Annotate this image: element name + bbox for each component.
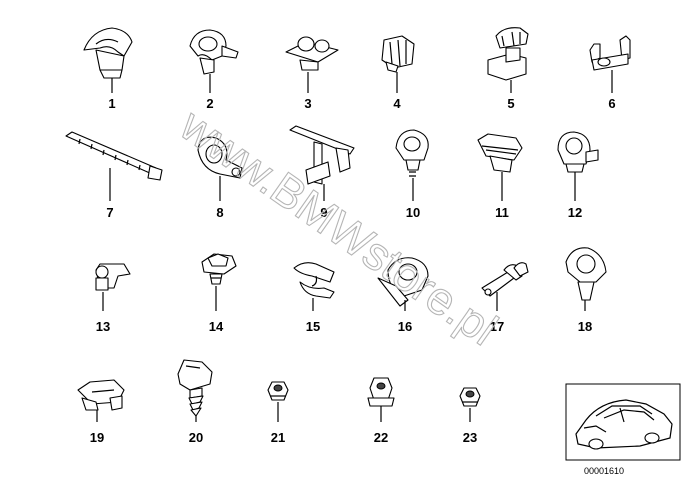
part-10[interactable]: 10 <box>395 129 429 220</box>
part-label-20: 20 <box>189 430 203 445</box>
vehicle-reference-inset <box>565 383 681 461</box>
part-8[interactable]: 8 <box>197 136 243 220</box>
part-label-2: 2 <box>206 96 213 111</box>
part-label-5: 5 <box>507 96 514 111</box>
part-label-3: 3 <box>304 96 311 111</box>
part-label-14: 14 <box>209 319 224 334</box>
hose-clip-icon <box>557 131 599 173</box>
part-7[interactable]: 7 <box>65 131 163 220</box>
part-20[interactable]: 20 <box>177 359 213 445</box>
part-label-17: 17 <box>490 319 504 334</box>
part-label-21: 21 <box>271 430 285 445</box>
fastener-clip-icon <box>77 379 125 411</box>
part-15[interactable]: 15 <box>293 262 335 334</box>
hex-nut-icon <box>459 387 481 407</box>
part-label-12: 12 <box>568 205 582 220</box>
spring-clip-icon <box>293 262 335 299</box>
fir-tree-clip-icon <box>177 359 213 417</box>
part-3[interactable]: 3 <box>285 36 339 111</box>
car-outline-icon <box>575 399 673 450</box>
part-label-1: 1 <box>108 96 115 111</box>
part-21[interactable]: 21 <box>267 381 289 445</box>
part-label-9: 9 <box>320 205 327 220</box>
plug-clip-icon <box>381 35 415 73</box>
watermark-text: www.BMWstore.pl <box>171 98 507 355</box>
part-22[interactable]: 22 <box>367 377 395 445</box>
part-9[interactable]: 9 <box>289 125 355 220</box>
part-4[interactable]: 4 <box>381 35 415 111</box>
loop-clip-icon <box>197 136 243 179</box>
part-label-6: 6 <box>608 96 615 111</box>
part-12[interactable]: 12 <box>557 131 599 220</box>
part-label-4: 4 <box>393 96 401 111</box>
hex-nut-icon <box>367 377 395 407</box>
part-label-18: 18 <box>578 319 592 334</box>
part-label-11: 11 <box>495 205 509 220</box>
hanger-bracket-icon <box>289 125 355 185</box>
part-label-10: 10 <box>406 205 420 220</box>
part-label-23: 23 <box>463 430 477 445</box>
part-label-7: 7 <box>106 205 113 220</box>
part-label-22: 22 <box>374 430 388 445</box>
part-1[interactable]: 1 <box>83 27 133 111</box>
reference-code: 00001610 <box>584 466 624 476</box>
hex-nut-icon <box>267 381 289 401</box>
edge-clip-icon <box>477 133 523 173</box>
part-5[interactable]: 5 <box>487 27 529 111</box>
cable-tie-icon <box>65 131 163 181</box>
strap-bracket-icon <box>481 262 529 297</box>
expanding-rivet-icon <box>201 253 237 285</box>
part-17[interactable]: 17 <box>481 262 529 334</box>
pin-holder-icon <box>589 35 631 71</box>
part-19[interactable]: 19 <box>77 379 125 445</box>
bolt-clip-icon <box>95 263 131 291</box>
part-label-16: 16 <box>398 319 412 334</box>
part-18[interactable]: 18 <box>565 247 607 334</box>
part-16[interactable]: 16 <box>377 257 429 334</box>
part-14[interactable]: 14 <box>201 253 237 334</box>
part-label-19: 19 <box>90 430 104 445</box>
cable-clip-icon <box>189 29 239 75</box>
bracket-clip-icon <box>487 27 529 81</box>
retainer-clip-icon <box>565 247 607 301</box>
screw-clip-icon <box>395 129 429 177</box>
part-label-8: 8 <box>216 205 223 220</box>
double-clip-icon <box>285 36 339 71</box>
part-label-15: 15 <box>306 319 320 334</box>
part-11[interactable]: 11 <box>477 133 523 220</box>
part-label-13: 13 <box>96 319 110 334</box>
part-6[interactable]: 6 <box>589 35 631 111</box>
part-2[interactable]: 2 <box>189 29 239 111</box>
part-13[interactable]: 13 <box>95 263 131 334</box>
push-clip-icon <box>83 27 133 79</box>
part-23[interactable]: 23 <box>459 387 481 445</box>
pipe-clip-icon <box>377 257 429 307</box>
